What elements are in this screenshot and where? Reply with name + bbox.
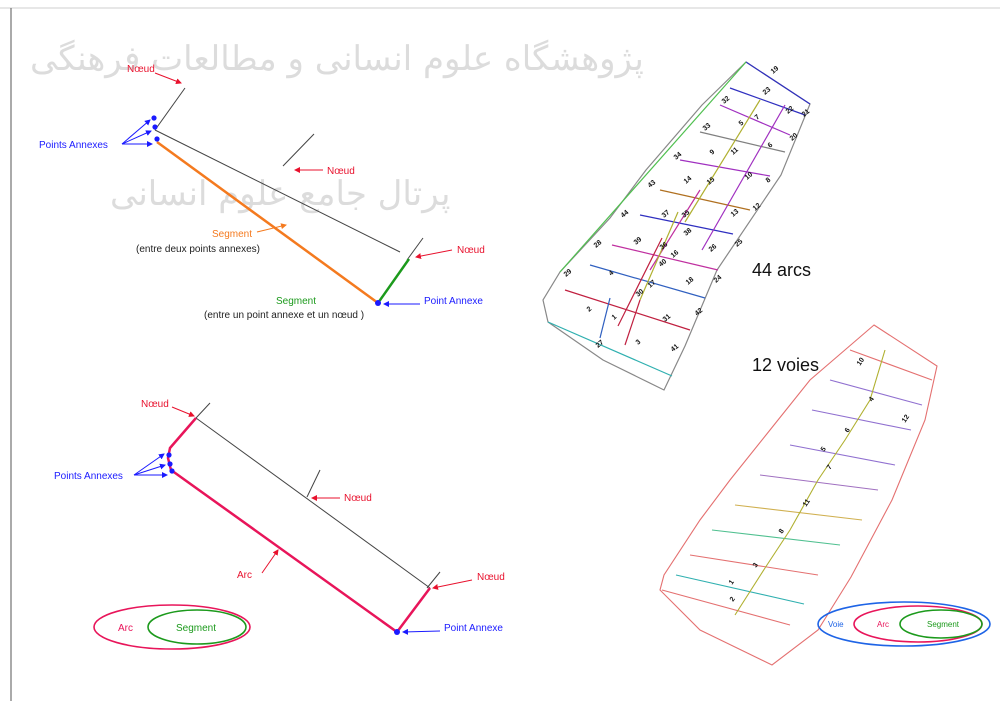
arc-number-label: 24 — [713, 274, 724, 284]
legend-arc-segment: Arc Segment — [93, 604, 251, 650]
arc-number-label: 16 — [670, 249, 681, 259]
voies-map — [659, 324, 938, 666]
annex-point — [152, 124, 158, 130]
arc-number-label: 28 — [593, 239, 604, 249]
voie-number-label: 1 — [728, 579, 736, 586]
arc-number-label: 37 — [661, 209, 672, 219]
arc-number-label: 5 — [738, 120, 746, 128]
arc-number-label: 18 — [685, 276, 696, 286]
arc-number-label: 7 — [754, 114, 762, 122]
arc-number-label: 1 — [611, 314, 619, 322]
arc-number-label: 32 — [721, 95, 732, 105]
arc-number-label: 38 — [683, 227, 694, 237]
point-annexe-label: Point Annexe — [424, 296, 483, 307]
arc-number-label: 31 — [662, 313, 673, 323]
arc-number-label: 20 — [789, 132, 800, 142]
arc-number-label: 12 — [752, 202, 763, 212]
arc-number-label: 27 — [595, 339, 606, 349]
arc-number-label: 30 — [635, 288, 646, 298]
arc-number-label: 25 — [734, 238, 745, 248]
arc-number-label: 3 — [635, 339, 643, 347]
node-label: Nœud — [344, 493, 372, 504]
arc-number-label: 19 — [770, 65, 781, 75]
voie-number-label: 11 — [802, 498, 812, 508]
arc-number-label: 29 — [563, 268, 574, 278]
arc-number-label: 2 — [586, 306, 594, 314]
arc-number-label: 43 — [647, 179, 658, 189]
arc-number-label: 22 — [785, 105, 796, 115]
segment-diagram: Nœud Nœud Nœud Points Annexes Segment (e… — [39, 64, 485, 321]
arc-line — [166, 417, 431, 634]
voie-number-label: 8 — [778, 528, 786, 535]
arc-number-label: 34 — [673, 151, 684, 161]
voie-number-label: 3 — [752, 562, 760, 569]
arc-number-label: 21 — [801, 108, 812, 118]
arc-number-label: 23 — [762, 86, 773, 96]
legend-segment-label: Segment — [927, 620, 960, 629]
arc-number-label: 26 — [708, 243, 719, 253]
arc-number-label: 44 — [620, 209, 631, 219]
watermark-line2: پرتال جامع علوم انسانی — [110, 174, 450, 214]
node-label: Nœud — [141, 399, 169, 410]
annex-point — [167, 461, 173, 467]
arc-number-label: 33 — [702, 122, 713, 132]
arc-number-label: 17 — [647, 279, 658, 289]
legend-voie-arc-segment: Voie Arc Segment — [817, 601, 991, 647]
voie-number-label: 4 — [868, 396, 876, 403]
arc-label: Arc — [237, 570, 252, 581]
arc-number-label: 9 — [709, 149, 717, 157]
arc-number-label: 10 — [744, 171, 755, 181]
arc-number-label: 41 — [670, 343, 681, 353]
voie-number-label: 7 — [826, 464, 834, 471]
arc-number-label: 39 — [633, 236, 644, 246]
watermark-line1: پژوهشگاه علوم انسانی و مطالعات فرهنگی — [30, 39, 644, 79]
arc-number-label: 11 — [730, 146, 740, 156]
voie-number-label: 6 — [844, 427, 852, 434]
arc-number-label: 15 — [706, 176, 717, 186]
segment-orange-note: (entre deux points annexes) — [136, 244, 260, 255]
arcs-count-title: 44 arcs — [752, 260, 811, 280]
annex-point — [375, 300, 381, 306]
arc-number-label: 13 — [730, 208, 741, 218]
voies-count-title: 12 voies — [752, 355, 819, 375]
segment-orange-label: Segment — [212, 229, 252, 240]
annex-point — [166, 452, 172, 458]
annex-point — [154, 136, 160, 142]
arc-number-label: 42 — [694, 307, 705, 317]
voie-number-label: 10 — [856, 357, 866, 367]
arcs-map — [542, 61, 811, 391]
segment-green-label: Segment — [276, 296, 316, 307]
arc-number-label: 35 — [681, 209, 692, 219]
annex-point — [151, 115, 157, 121]
voie-number-label: 12 — [901, 414, 911, 424]
arc-number-label: 40 — [658, 258, 669, 268]
segment-green-line — [376, 258, 411, 304]
segment-orange-line — [156, 140, 379, 305]
arc-number-label: 6 — [767, 142, 775, 150]
arc-number-label: 36 — [659, 241, 670, 251]
legend-arc-label: Arc — [118, 623, 133, 634]
points-annexes-label: Points Annexes — [39, 140, 108, 151]
node-label: Nœud — [477, 572, 505, 583]
node-label: Nœud — [457, 245, 485, 256]
arc-number-label: 4 — [608, 270, 616, 278]
legend-voie-label: Voie — [828, 620, 844, 629]
segment-green-note: (entre un point annexe et un nœud ) — [204, 310, 364, 321]
node-label: Nœud — [327, 166, 355, 177]
points-annexes-label: Points Annexes — [54, 471, 123, 482]
annex-point — [169, 468, 175, 474]
arc-number-label: 8 — [765, 177, 773, 185]
point-annexe-label: Point Annexe — [444, 623, 503, 634]
voie-number-label: 5 — [820, 446, 828, 453]
arc-diagram: Nœud Nœud Nœud Points Annexes Arc Point … — [54, 399, 505, 635]
arc-number-label: 14 — [683, 175, 694, 185]
voie-number-label: 2 — [729, 596, 737, 603]
annex-point — [394, 629, 400, 635]
node-label: Nœud — [127, 64, 155, 75]
legend-segment-label: Segment — [176, 623, 216, 634]
legend-arc-label: Arc — [877, 620, 889, 629]
